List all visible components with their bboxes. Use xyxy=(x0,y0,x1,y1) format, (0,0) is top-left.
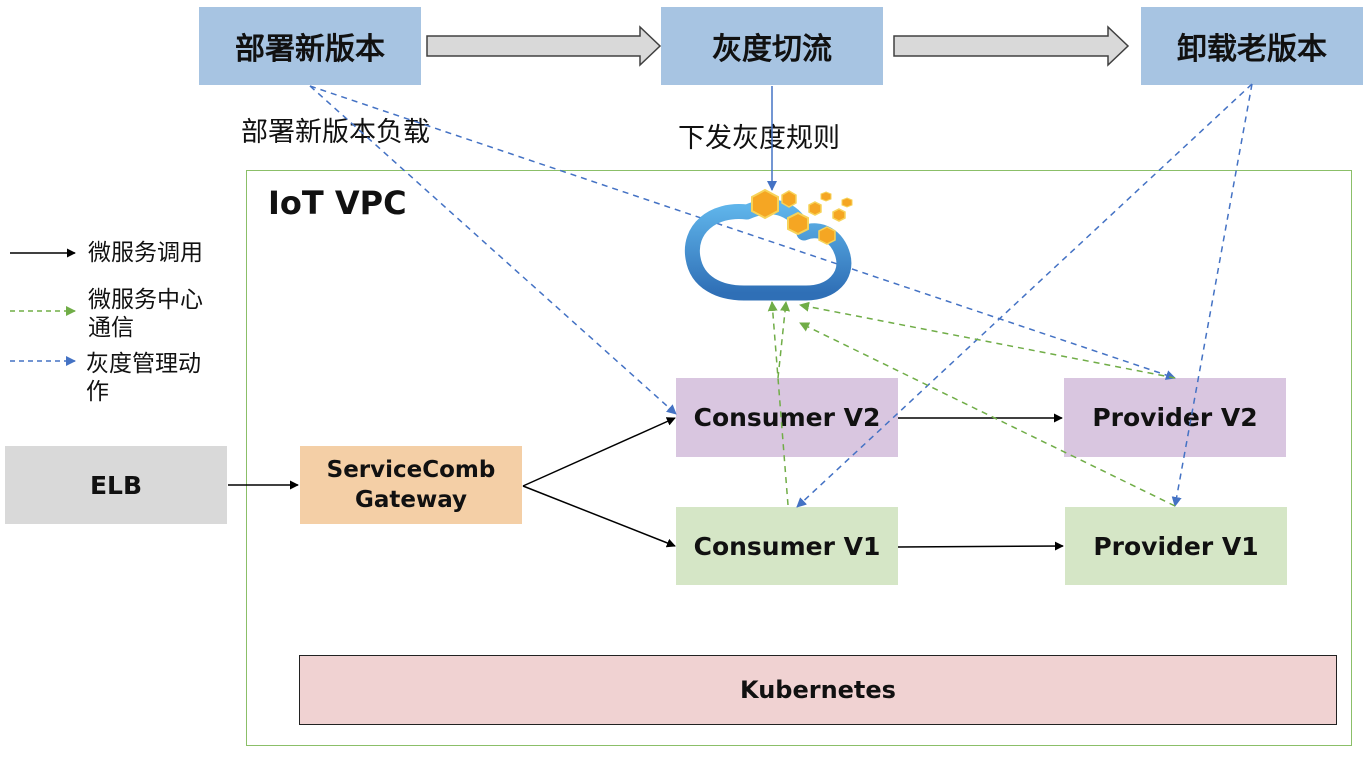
stage-flow-arrow-1 xyxy=(426,25,662,67)
stage-flow-arrow-2 xyxy=(893,25,1130,67)
provider-v1-node: Provider V1 xyxy=(1065,507,1287,585)
stage-deploy: 部署新版本 xyxy=(199,7,421,85)
consumer-v2-node: Consumer V2 xyxy=(676,378,898,457)
vpc-container xyxy=(246,170,1352,746)
gateway-to-consumer-v2-arrow xyxy=(522,417,676,487)
deploy-to-consumer-v2-arrow xyxy=(309,85,677,415)
consumer-v1-to-provider-v1-arrow xyxy=(897,541,1064,551)
gateway-node: ServiceComb Gateway xyxy=(300,446,522,524)
uninstall-to-consumer-v1-arrow xyxy=(796,83,1253,508)
legend-gray-line2: 作 xyxy=(86,379,109,405)
gateway-to-consumer-v1-arrow xyxy=(522,485,676,548)
cloud-hexagon-icon xyxy=(684,188,853,301)
stage-gray-switch: 灰度切流 xyxy=(661,7,883,85)
stage-uninstall: 卸载老版本 xyxy=(1141,7,1363,85)
vpc-title: IoT VPC xyxy=(268,184,407,222)
provider-v2-to-registry-arrow xyxy=(799,301,1176,379)
gateway-label-line1: ServiceComb xyxy=(326,457,496,483)
legend-center-line2: 通信 xyxy=(88,315,134,341)
consumer-v1-to-registry-arrow xyxy=(767,301,789,506)
label-deploy-load: 部署新版本负载 xyxy=(241,117,430,148)
consumer-v2-to-registry-arrow xyxy=(777,301,791,379)
provider-v2-node: Provider V2 xyxy=(1064,378,1286,457)
legend-call-label: 微服务调用 xyxy=(88,240,203,266)
legend-center-line1: 微服务中心 xyxy=(88,287,203,313)
uninstall-to-provider-v1-arrow xyxy=(1171,83,1253,507)
consumer-v1-node: Consumer V1 xyxy=(676,507,898,585)
provider-v1-to-registry-arrow xyxy=(799,322,1176,507)
legend-center-label: 微服务中心 通信 xyxy=(88,286,203,342)
deploy-to-provider-v2-arrow xyxy=(309,85,1176,380)
gateway-label-line2: Gateway xyxy=(354,487,468,513)
elb-node: ELB xyxy=(5,446,227,524)
legend-gray-line1: 灰度管理动 xyxy=(86,351,201,377)
kubernetes-bar: Kubernetes xyxy=(299,655,1337,725)
label-push-rules: 下发灰度规则 xyxy=(678,123,840,154)
legend-gray-label: 灰度管理动 作 xyxy=(86,350,201,406)
